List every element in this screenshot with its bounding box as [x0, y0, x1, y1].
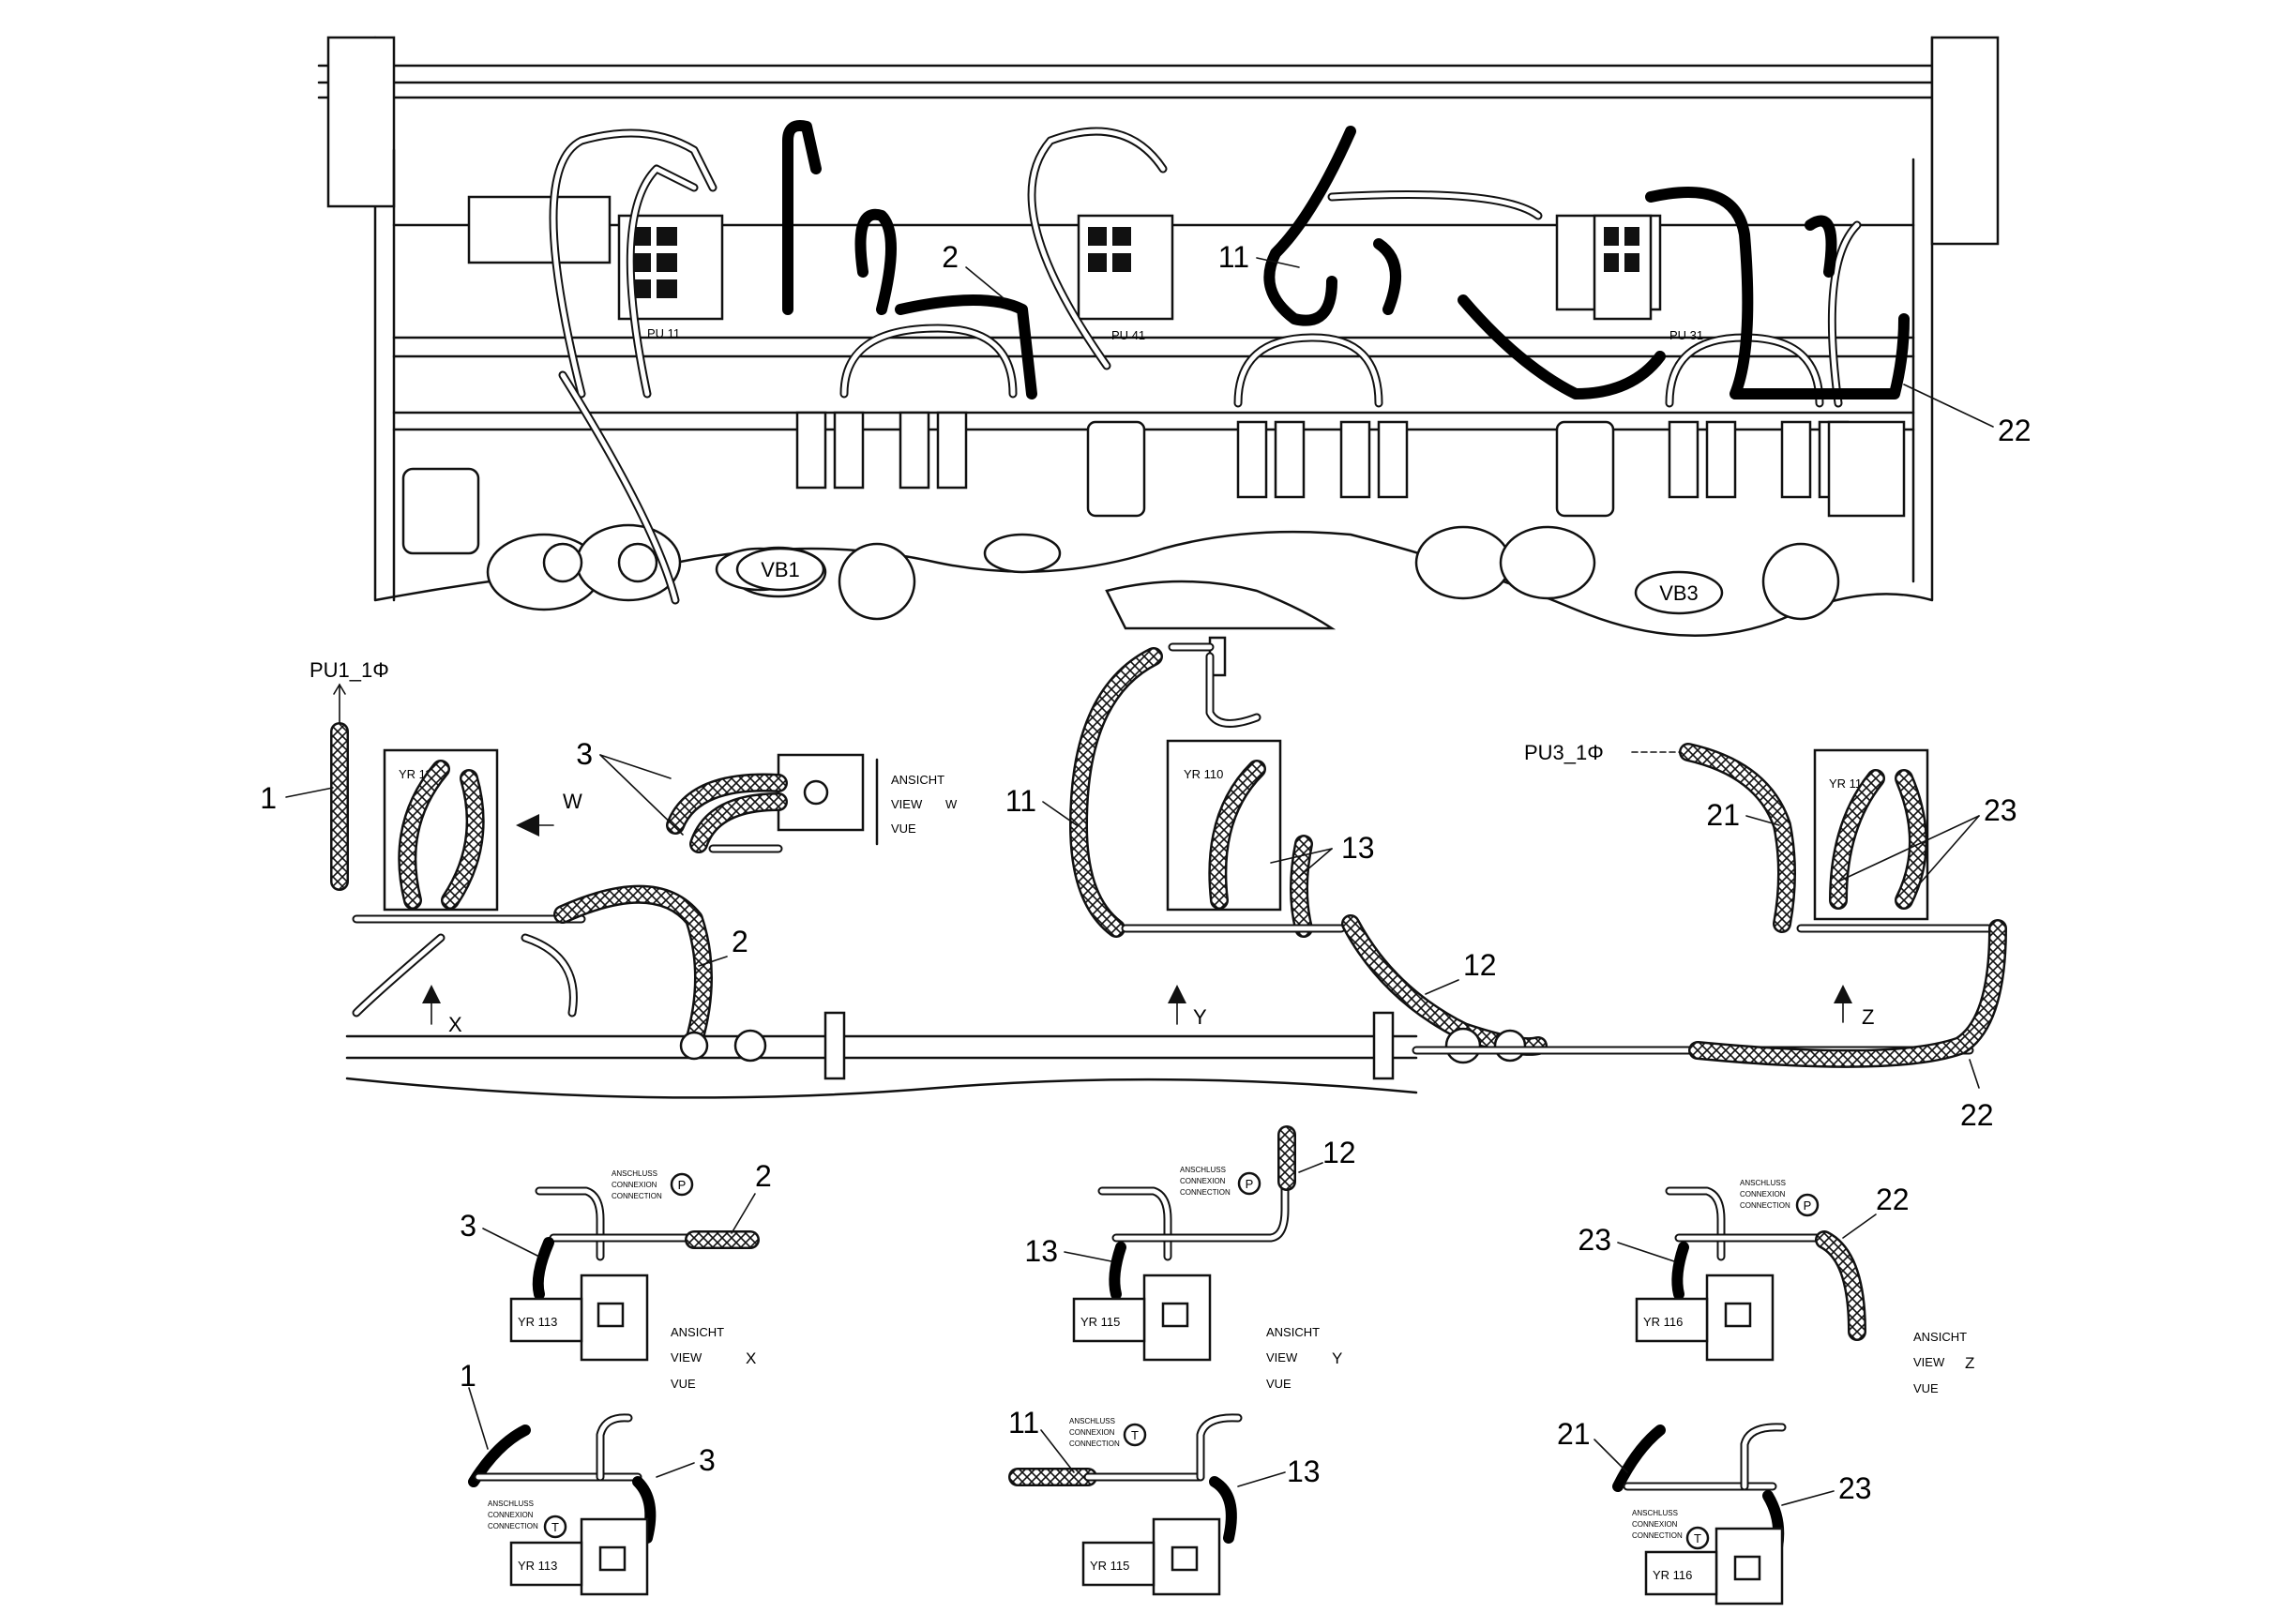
view-x-vue: VUE: [671, 1377, 696, 1391]
view-x-view-letter: X: [746, 1349, 756, 1367]
callout-y-12: 12: [1322, 1136, 1356, 1169]
callout-z-23b: 23: [1838, 1471, 1872, 1505]
port-p-z: P: [1804, 1198, 1812, 1213]
callout-11-top: 11: [1218, 240, 1249, 274]
view-x-letter: X: [448, 1013, 462, 1036]
conn-xb-line3: CONNECTION: [488, 1522, 538, 1530]
callout-12: 12: [1463, 948, 1497, 982]
conn-yb-line2: CONNEXION: [1069, 1428, 1115, 1437]
conn-y-line3: CONNECTION: [1180, 1188, 1231, 1197]
conn-x-line1: ANSCHLUSS: [612, 1169, 657, 1178]
port-t-z: T: [1694, 1531, 1701, 1545]
view-w-view: VIEW: [891, 797, 923, 811]
callout-x-1: 1: [460, 1359, 476, 1393]
conn-xb-line2: CONNEXION: [488, 1511, 534, 1519]
callout-11: 11: [1005, 784, 1036, 818]
view-z-detail-top: YR 116 P ANSCHLUSS CONNEXION CONNECTION …: [1578, 1179, 1974, 1395]
callout-22-top: 22: [1998, 414, 2032, 447]
view-y-letter: Y: [1193, 1005, 1207, 1029]
callout-22: 22: [1960, 1098, 1994, 1132]
conn-zb-line1: ANSCHLUSS: [1632, 1509, 1678, 1517]
valve-bank-3: [1414, 214, 1906, 621]
callout-23: 23: [1984, 793, 2017, 827]
pu3-ref-label: PU3_1Φ: [1524, 741, 1604, 764]
view-z-ansicht: ANSICHT: [1913, 1330, 1967, 1344]
conn-xb-line1: ANSCHLUSS: [488, 1500, 534, 1508]
vb3-label: VB3: [1659, 581, 1699, 605]
top-assembly-view: VB1 VB3 PU 11 PU 41 PU 31 2 11 22: [317, 36, 2032, 638]
view-y-detail-top: YR 115 P ANSCHLUSS CONNEXION CONNECTION …: [1024, 1125, 1356, 1391]
view-y-view-letter: Y: [1332, 1349, 1342, 1367]
conn-x-line3: CONNECTION: [612, 1192, 662, 1200]
conn-x-line2: CONNEXION: [612, 1181, 657, 1189]
view-y-detail-bottom: YR 115 T ANSCHLUSS CONNEXION CONNECTION …: [1008, 1406, 1321, 1596]
view-y-vue: VUE: [1266, 1377, 1292, 1391]
callout-2-top: 2: [942, 240, 959, 274]
pu41-label: PU 41: [1111, 328, 1145, 342]
valve-bank-2: [983, 214, 1662, 574]
port-t-y: T: [1131, 1428, 1139, 1442]
view-x-view: VIEW: [671, 1350, 702, 1364]
conn-z-line1: ANSCHLUSS: [1740, 1179, 1786, 1187]
conn-z-line2: CONNEXION: [1740, 1190, 1786, 1198]
pu11-label: PU 11: [647, 326, 680, 340]
view-z-detail-bottom: YR 116 T ANSCHLUSS CONNEXION CONNECTION …: [1557, 1417, 1872, 1605]
callout-y-13: 13: [1024, 1234, 1058, 1268]
view-w-ansicht: ANSICHT: [891, 773, 944, 787]
yr111-label: YR 111: [1829, 776, 1867, 791]
view-z-letter: Z: [1862, 1005, 1874, 1029]
callout-z-21: 21: [1557, 1417, 1591, 1451]
conn-zb-line2: CONNEXION: [1632, 1520, 1678, 1529]
conn-yb-line1: ANSCHLUSS: [1069, 1417, 1115, 1425]
yr116-bottom-label: YR 116: [1653, 1568, 1692, 1582]
conn-yb-line3: CONNECTION: [1069, 1440, 1120, 1448]
callout-z-23: 23: [1578, 1223, 1611, 1257]
yr110-label: YR 110: [1184, 767, 1223, 781]
port-p-x: P: [678, 1178, 687, 1192]
port-t-x: T: [551, 1520, 559, 1534]
port-p-y: P: [1246, 1177, 1254, 1191]
view-x-detail-bottom: YR 113 T ANSCHLUSS CONNEXION CONNECTION …: [460, 1359, 716, 1596]
view-z-view: VIEW: [1913, 1355, 1945, 1369]
view-x-detail-top: YR 113 P ANSCHLUSS CONNEXION CONNECTION …: [460, 1159, 772, 1391]
callout-21: 21: [1706, 798, 1740, 832]
view-z-view-letter: Z: [1965, 1354, 1974, 1372]
callout-x-2: 2: [755, 1159, 772, 1193]
pu31-label: PU 31: [1669, 328, 1703, 342]
view-y-ansicht: ANSICHT: [1266, 1325, 1320, 1339]
callout-1: 1: [260, 781, 277, 815]
callout-y-13b: 13: [1287, 1455, 1321, 1488]
conn-y-line2: CONNEXION: [1180, 1177, 1226, 1185]
view-x-ansicht: ANSICHT: [671, 1325, 724, 1339]
middle-view: PU1_1Φ YR 112 W X 1 2: [260, 580, 2017, 1132]
callout-z-22: 22: [1876, 1183, 1910, 1216]
callout-x-3b: 3: [699, 1443, 716, 1477]
view-w-letter: W: [563, 790, 582, 813]
yr115-top-label: YR 115: [1080, 1315, 1120, 1329]
view-w-vue: VUE: [891, 822, 916, 836]
callout-y-11: 11: [1008, 1406, 1039, 1440]
view-y-view: VIEW: [1266, 1350, 1298, 1364]
conn-zb-line3: CONNECTION: [1632, 1531, 1683, 1540]
pu1-ref-label: PU1_1Φ: [310, 658, 389, 682]
view-w-view-letter: W: [945, 797, 958, 811]
yr113-bottom-label: YR 113: [518, 1559, 557, 1573]
yr115-bottom-label: YR 115: [1090, 1559, 1129, 1573]
conn-z-line3: CONNECTION: [1740, 1201, 1790, 1210]
vb1-label: VB1: [761, 558, 800, 581]
callout-13: 13: [1341, 831, 1375, 865]
view-z-vue: VUE: [1913, 1381, 1939, 1395]
callout-x-3: 3: [460, 1209, 476, 1243]
callout-2: 2: [732, 925, 748, 958]
yr113-top-label: YR 113: [518, 1315, 557, 1329]
yr116-top-label: YR 116: [1643, 1315, 1683, 1329]
conn-y-line1: ANSCHLUSS: [1180, 1166, 1226, 1174]
callout-3: 3: [576, 737, 593, 771]
